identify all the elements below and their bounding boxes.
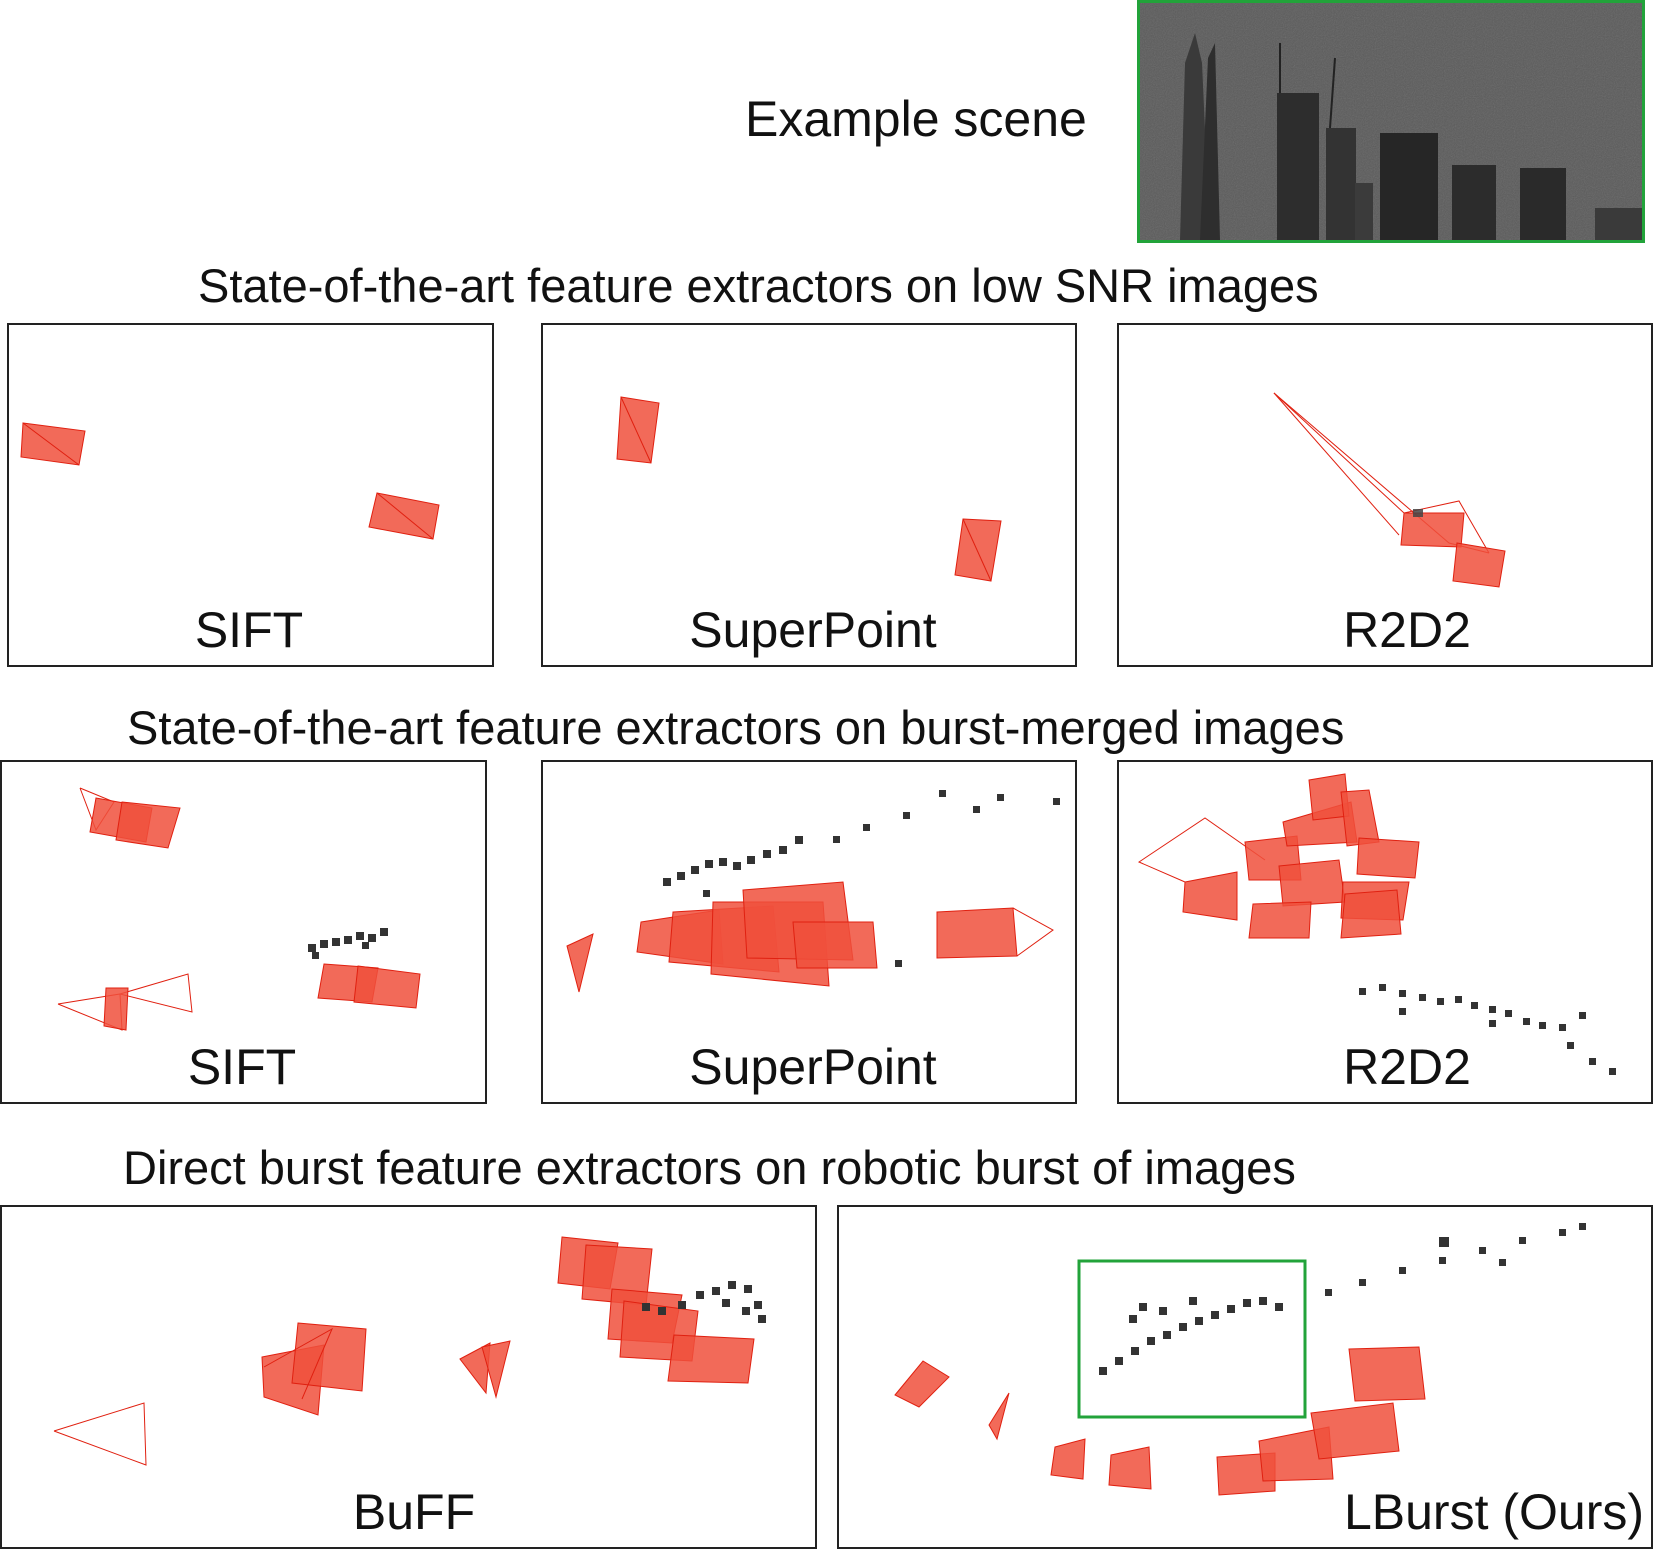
- panel-label: BuFF: [352, 1484, 476, 1540]
- camera-frustum: [667, 1334, 755, 1384]
- panel-low-snr-r2d2: R2D2: [1117, 323, 1653, 667]
- camera-plot: [1273, 392, 1506, 588]
- camera-frustum: [353, 965, 421, 1009]
- camera-frustum: [936, 907, 1018, 959]
- skyline-image: [1140, 3, 1642, 240]
- panel-low-snr-sift: SIFT: [7, 323, 494, 667]
- panel-merged-sift: SIFT: [0, 760, 487, 1104]
- panel-low-snr-superpoint: SuperPoint: [541, 323, 1077, 667]
- camera-frustum: [1356, 837, 1420, 879]
- camera-frustum: [1182, 871, 1238, 921]
- point: [1413, 509, 1423, 517]
- panel-label: SuperPoint: [689, 1039, 937, 1095]
- panel-lburst: LBurst (Ours): [837, 1205, 1653, 1549]
- camera-plot: [20, 422, 440, 540]
- camera-frustum: [1452, 542, 1506, 588]
- panel-label: SIFT: [187, 1039, 297, 1095]
- panel-label: SIFT: [194, 602, 304, 658]
- camera-plot: [566, 790, 1060, 993]
- panel-label: R2D2: [1343, 602, 1471, 658]
- camera-frustum: [988, 1392, 1010, 1441]
- camera-frustum: [1348, 1346, 1426, 1402]
- camera-edge: [376, 492, 434, 540]
- example-scene-label: Example scene: [745, 91, 1087, 147]
- camera-edge: [22, 422, 80, 466]
- camera-frustum: [291, 1322, 367, 1392]
- panel-label: SuperPoint: [689, 602, 937, 658]
- panel-buff: BuFF: [0, 1205, 817, 1549]
- camera-frustum: [1310, 1402, 1400, 1460]
- section-title-low-snr: State-of-the-art feature extractors on l…: [198, 259, 1319, 312]
- camera-ray: [1137, 817, 1266, 883]
- example-scene-image: [1137, 0, 1645, 243]
- camera-frustum: [1050, 1438, 1086, 1480]
- section-title-burst-merged: State-of-the-art feature extractors on b…: [127, 701, 1345, 754]
- camera-edge: [962, 518, 992, 582]
- camera-ray: [119, 973, 193, 1013]
- camera-frustum: [566, 933, 594, 993]
- camera-plot: [53, 1236, 766, 1466]
- camera-plot: [57, 787, 421, 1031]
- camera-ray: [1273, 392, 1400, 536]
- camera-frustum: [1340, 889, 1402, 939]
- camera-ray: [263, 1327, 334, 1400]
- camera-frustum: [894, 1360, 950, 1408]
- camera-frustum: [954, 518, 1002, 582]
- section-title-direct-burst: Direct burst feature extractors on robot…: [123, 1141, 1296, 1194]
- camera-frustum: [616, 396, 660, 464]
- camera-ray: [53, 1402, 147, 1466]
- camera-frustum: [1248, 901, 1312, 939]
- panel-merged-r2d2: R2D2: [1117, 760, 1653, 1104]
- camera-frustum: [115, 801, 181, 849]
- camera-frustum: [103, 987, 129, 1031]
- camera-frustum: [481, 1340, 511, 1399]
- camera-frustum: [792, 921, 878, 969]
- camera-plot: [894, 1223, 1586, 1496]
- camera-plot: [616, 396, 1002, 582]
- camera-frustum: [1108, 1446, 1152, 1490]
- camera-frustum: [368, 492, 440, 540]
- panel-label: R2D2: [1343, 1039, 1471, 1095]
- camera-plot: [1137, 773, 1616, 1075]
- camera-frustum: [1216, 1452, 1276, 1496]
- camera-edge: [620, 396, 652, 464]
- panel-merged-superpoint: SuperPoint: [541, 760, 1077, 1104]
- panel-label: LBurst (Ours): [1343, 1484, 1645, 1540]
- highlight-box: [1077, 1259, 1307, 1419]
- camera-frustum: [1278, 859, 1346, 907]
- camera-ray: [1012, 907, 1054, 957]
- camera-frustum: [1400, 512, 1465, 548]
- camera-ray: [1273, 392, 1490, 554]
- camera-frustum: [1258, 1426, 1334, 1482]
